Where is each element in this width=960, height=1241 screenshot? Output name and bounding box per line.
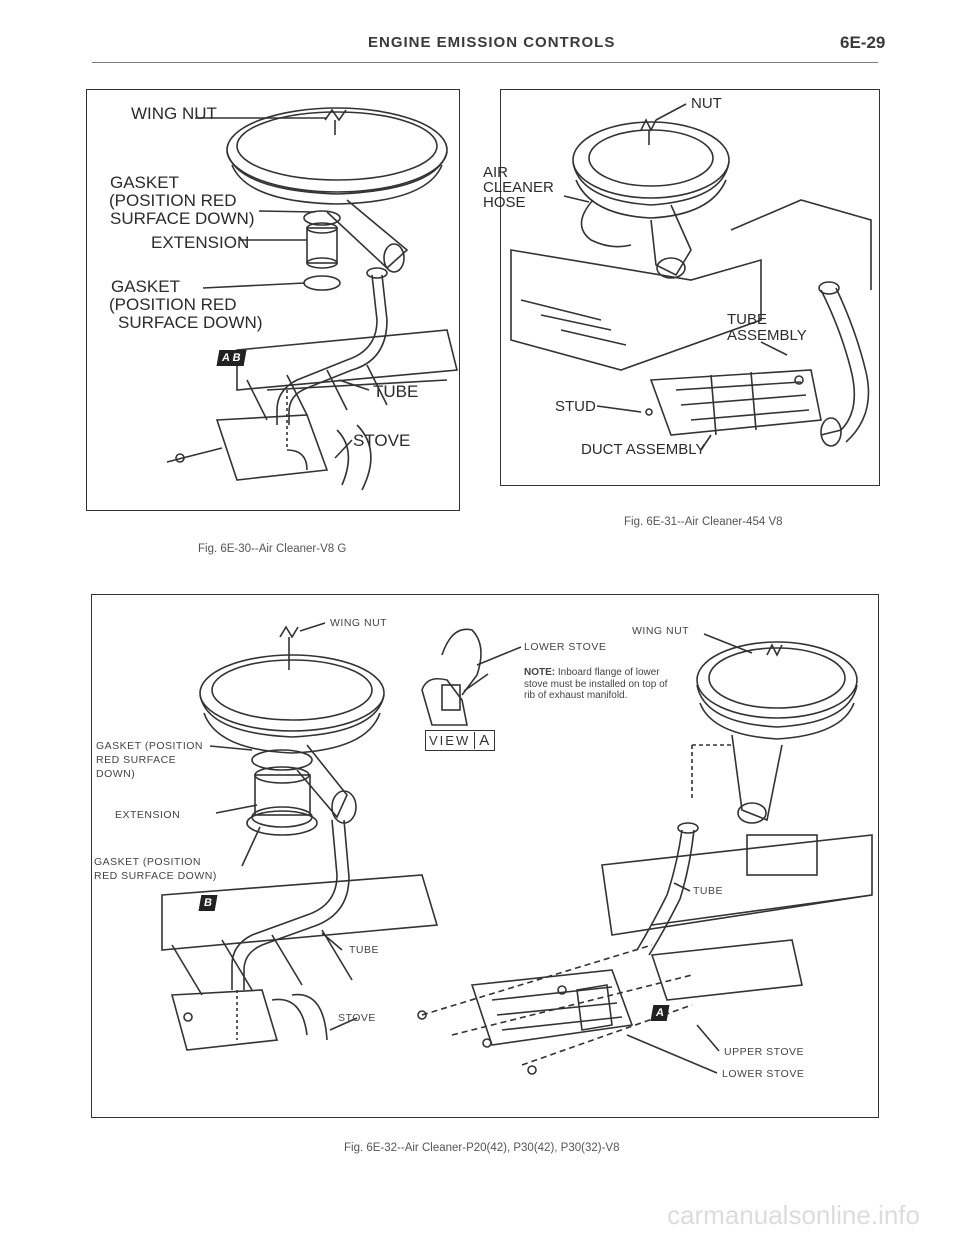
figure-6e-30: WING NUT GASKET (POSITION RED SURFACE DO…	[86, 89, 460, 511]
figure-6e-31: NUT AIR CLEANER HOSE TUBE ASSEMBLY STUD …	[483, 89, 880, 486]
label-gasket-lower-3: SURFACE DOWN)	[118, 313, 263, 332]
label-gasket-upper-2: RED SURFACE	[96, 754, 177, 766]
label-gasket-upper-1: GASKET (POSITION	[96, 740, 203, 752]
label-tube-right: TUBE	[693, 885, 724, 897]
label-gasket-upper-3: SURFACE DOWN)	[110, 209, 255, 228]
page-number: 6E-29	[840, 33, 886, 52]
label-gasket-lower-1: GASKET (POSITION	[94, 856, 201, 868]
label-gasket-upper-2: (POSITION RED	[109, 191, 237, 210]
view-tag-ab: A B	[216, 350, 246, 366]
view-a-letter: A	[474, 732, 491, 749]
label-tube-left: TUBE	[349, 944, 380, 956]
view-tag-a: A	[650, 1005, 670, 1021]
figure-6e-32-illustration	[161, 622, 873, 1075]
label-gasket-lower-1: GASKET	[111, 277, 180, 296]
view-tag-b: B	[198, 895, 218, 911]
note-body: Inboard flange of lower stove must be in…	[524, 667, 668, 701]
caption-fig-6e-32: Fig. 6E-32--Air Cleaner-P20(42), P30(42)…	[344, 1142, 620, 1154]
label-tube: TUBE	[373, 382, 419, 401]
label-upper-stove: UPPER STOVE	[724, 1046, 804, 1058]
caption-fig-6e-30: Fig. 6E-30--Air Cleaner-V8 G	[198, 543, 347, 555]
figure-6e-32: WING NUT WING NUT LOWER STOVE NOTE: Inbo…	[91, 594, 879, 1118]
label-gasket-lower-2: RED SURFACE DOWN)	[94, 870, 217, 882]
figure-6e-31-illustration	[510, 103, 872, 451]
label-nut: NUT	[691, 95, 722, 112]
note-heading: NOTE:	[524, 667, 556, 678]
label-wing-nut-left: WING NUT	[330, 617, 388, 629]
label-gasket-upper-1: GASKET	[110, 173, 179, 192]
view-a-badge: VIEW A	[425, 730, 496, 751]
caption-fig-6e-31: Fig. 6E-31--Air Cleaner-454 V8	[624, 516, 783, 528]
label-air-cleaner-hose-3: HOSE	[483, 194, 526, 211]
page-header-title: ENGINE EMISSION CONTROLS	[368, 34, 616, 51]
label-duct-assembly: DUCT ASSEMBLY	[581, 441, 706, 458]
label-lower-stove-top: LOWER STOVE	[524, 641, 607, 653]
label-gasket-lower-2: (POSITION RED	[109, 295, 237, 314]
label-stove: STOVE	[338, 1012, 376, 1024]
label-extension: EXTENSION	[151, 233, 250, 252]
figure-6e-30-illustration	[166, 107, 459, 491]
label-tube-assembly-2: ASSEMBLY	[727, 327, 807, 344]
label-wing-nut-right: WING NUT	[632, 625, 690, 637]
header-rule	[92, 62, 878, 63]
label-lower-stove-bottom: LOWER STOVE	[722, 1068, 805, 1080]
label-air-cleaner-hose-1: AIR	[483, 164, 509, 181]
label-wing-nut: WING NUT	[131, 104, 217, 123]
label-stove: STOVE	[353, 431, 411, 450]
installation-note: NOTE: Inboard flange of lower stove must…	[524, 667, 674, 702]
watermark: carmanualsonline.info	[667, 1200, 920, 1230]
label-extension: EXTENSION	[115, 809, 181, 821]
label-stud: STUD	[555, 398, 596, 415]
label-gasket-upper-3: DOWN)	[96, 768, 136, 780]
view-a-word: VIEW	[429, 733, 471, 748]
label-tube-assembly-1: TUBE	[727, 311, 768, 328]
label-air-cleaner-hose-2: CLEANER	[483, 179, 554, 196]
